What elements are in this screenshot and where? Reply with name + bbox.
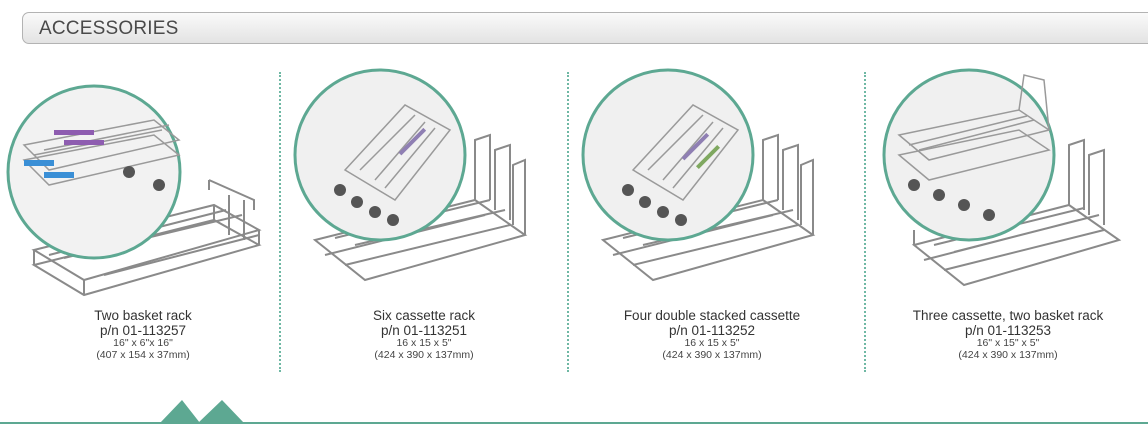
section-title: ACCESSORIES	[39, 18, 179, 39]
product-caption: Four double stacked cassette p/n 01-1132…	[573, 308, 851, 362]
product-part-number: p/n 01-113251	[380, 323, 468, 339]
product-card-three-cassette-two-basket-rack: Three cassette, two basket rack p/n 01-1…	[869, 60, 1147, 380]
product-part-number: p/n 01-113257	[99, 323, 187, 339]
product-dimensions-in: 16 x 15 x 5"	[396, 337, 452, 350]
product-dimensions-mm: (424 x 390 x 137mm)	[958, 348, 1058, 361]
product-dimensions-in: 16 x 15 x 5"	[684, 337, 740, 350]
product-dimensions-mm: (424 x 390 x 137mm)	[374, 348, 474, 361]
product-dimensions-mm: (407 x 154 x 37mm)	[96, 348, 190, 361]
product-card-four-double-stacked-cassette: Four double stacked cassette p/n 01-1132…	[573, 60, 851, 380]
column-divider	[864, 72, 866, 372]
product-part-number: p/n 01-113253	[964, 323, 1052, 339]
column-divider	[567, 72, 569, 372]
product-caption: Six cassette rack p/n 01-113251 16 x 15 …	[285, 308, 563, 362]
wire-rack-icon	[6, 84, 262, 297]
product-name: Four double stacked cassette	[623, 308, 801, 323]
product-part-number: p/n 01-113252	[668, 323, 756, 339]
product-name: Six cassette rack	[372, 308, 476, 323]
column-divider	[279, 72, 281, 372]
product-card-six-cassette-rack: Six cassette rack p/n 01-113251 16 x 15 …	[285, 60, 563, 380]
product-card-two-basket-rack: Two basket rack p/n 01-113257 16" x 6"x …	[4, 60, 282, 380]
product-name: Two basket rack	[94, 308, 192, 323]
product-dimensions-in: 16" x 15" x 5"	[976, 337, 1040, 350]
footer-peak-icon	[160, 400, 244, 423]
product-dimensions-in: 16" x 6"x 16"	[113, 337, 173, 350]
footer-rule	[0, 422, 1148, 424]
product-dimensions-mm: (424 x 390 x 137mm)	[662, 348, 762, 361]
section-header: ACCESSORIES	[22, 12, 1148, 44]
product-caption: Three cassette, two basket rack p/n 01-1…	[869, 308, 1147, 362]
wire-rack-icon	[293, 68, 528, 282]
product-name: Three cassette, two basket rack	[912, 308, 1104, 323]
product-caption: Two basket rack p/n 01-113257 16" x 6"x …	[4, 308, 282, 362]
wire-rack-icon	[882, 68, 1122, 287]
wire-rack-icon	[581, 68, 816, 282]
